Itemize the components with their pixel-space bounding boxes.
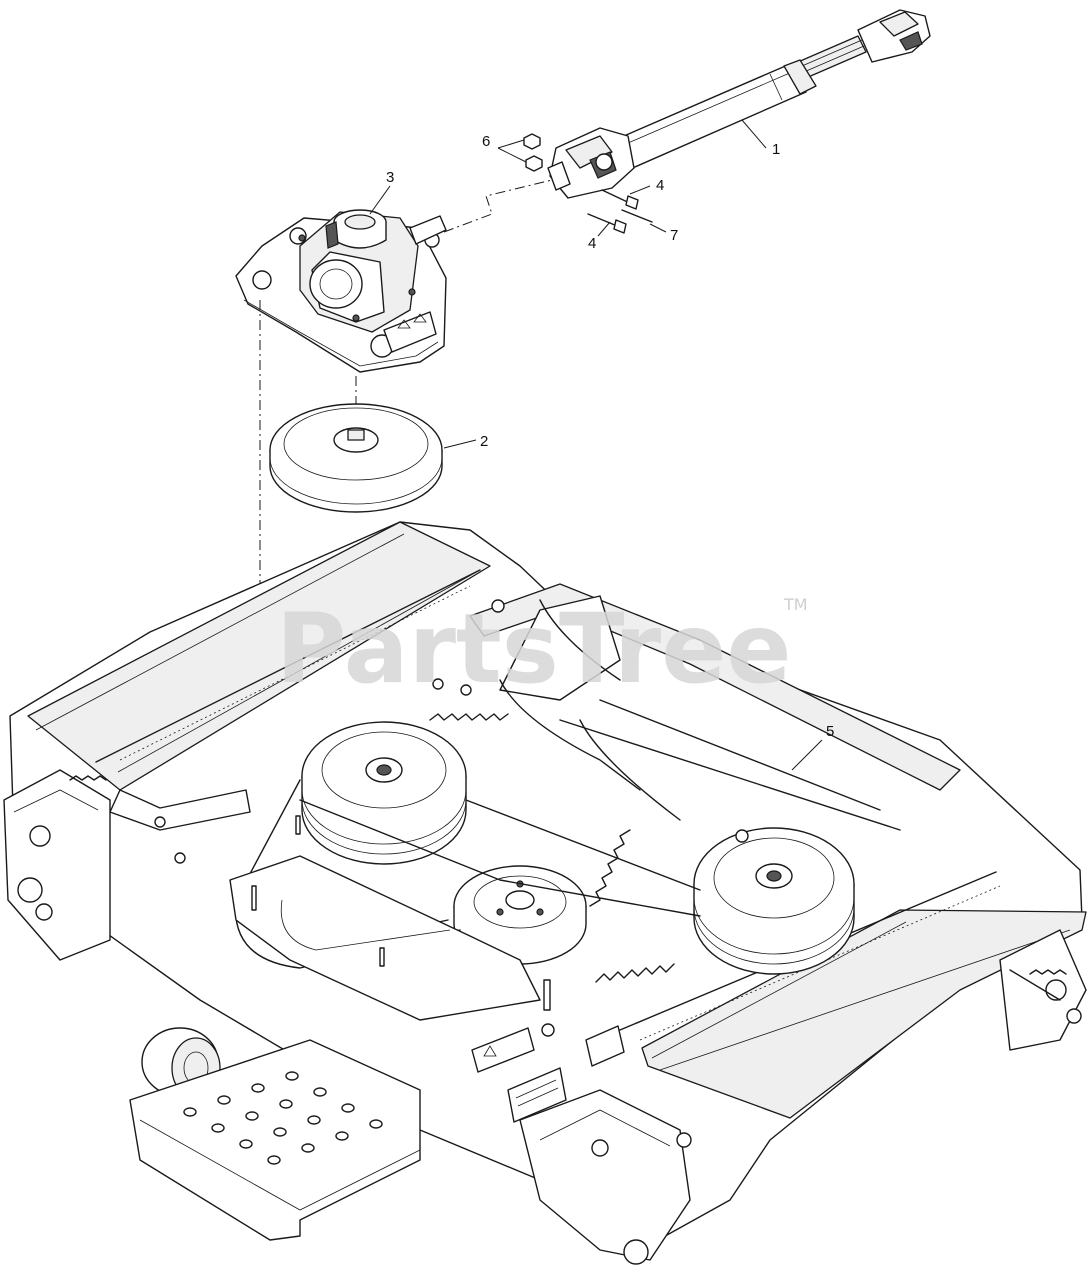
gearbox-pulley xyxy=(269,403,443,513)
callout-5: 5 xyxy=(826,723,834,740)
watermark-brand: PartsTree xyxy=(276,593,791,705)
callout-1: 1 xyxy=(772,141,780,158)
foot-plate-hole xyxy=(369,1119,383,1129)
gearbox-assembly xyxy=(235,209,447,373)
foot-plate-hole xyxy=(211,1123,225,1133)
foot-plate-hole xyxy=(183,1107,197,1117)
fastener-hardware xyxy=(523,133,653,234)
callout-2: 2 xyxy=(480,433,488,450)
callout-4-upper: 4 xyxy=(656,177,664,194)
callout-leaders xyxy=(369,119,823,771)
foot-plate-hole xyxy=(301,1143,315,1153)
callout-6: 6 xyxy=(482,133,490,150)
mower-deck xyxy=(3,521,1087,1265)
foot-plate-hole xyxy=(251,1083,265,1093)
watermark: PartsTree TM xyxy=(276,593,808,705)
foot-plate-hole xyxy=(285,1071,299,1081)
callout-4-lower: 4 xyxy=(588,235,596,252)
foot-plate-hole xyxy=(239,1139,253,1149)
foot-plate-holes xyxy=(183,1071,383,1165)
foot-plate-hole xyxy=(313,1087,327,1097)
watermark-trademark: TM xyxy=(783,595,808,614)
foot-plate-hole xyxy=(307,1115,321,1125)
assembly-line-shaft xyxy=(443,179,553,233)
foot-plate-hole xyxy=(335,1131,349,1141)
foot-plate-hole xyxy=(341,1103,355,1113)
foot-plate-hole xyxy=(279,1099,293,1109)
callout-7: 7 xyxy=(670,227,678,244)
foot-plate-hole xyxy=(273,1127,287,1137)
foot-plate-hole xyxy=(267,1155,281,1165)
driveshaft-assembly xyxy=(547,9,931,199)
foot-plate-hole xyxy=(217,1095,231,1105)
callout-3: 3 xyxy=(386,169,394,186)
foot-plate-hole xyxy=(245,1111,259,1121)
callout-labels: 1 2 3 4 4 5 6 7 xyxy=(386,133,834,740)
